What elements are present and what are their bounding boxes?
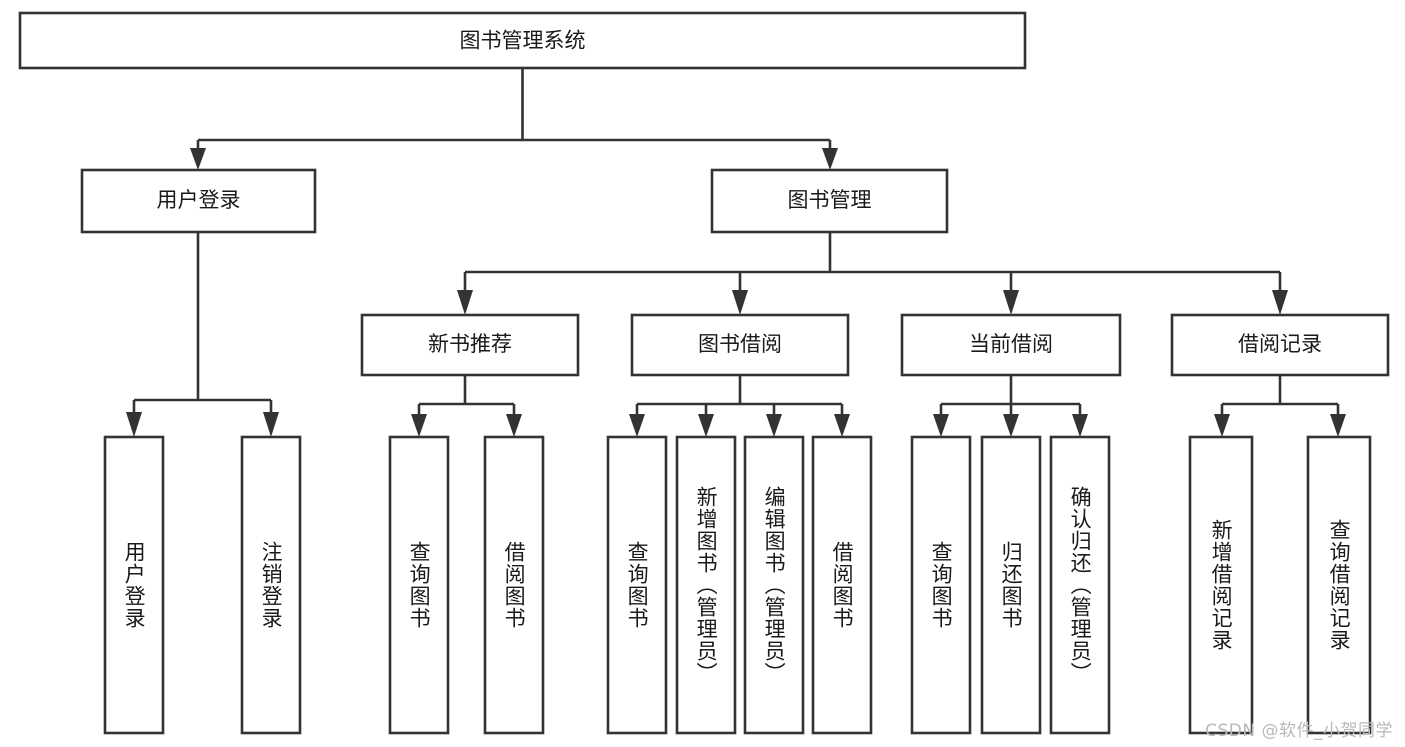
node-leaf-edit-book-box[interactable] [743, 435, 805, 735]
node-book-manage-box[interactable] [710, 168, 949, 234]
connector-bookmanage-to-level3 [457, 232, 1288, 315]
arrow-head-leaf-logout-login [263, 412, 279, 437]
node-borrow-record-box[interactable] [1170, 313, 1390, 377]
node-borrow-record-label: 借阅记录 [1238, 332, 1322, 356]
arrow-head-user-login [190, 148, 206, 170]
arrow-head-leaf-edit-book [766, 414, 782, 437]
connector-newbook-to-leaves [411, 375, 522, 437]
node-new-book-recommend-box[interactable] [360, 313, 580, 377]
node-current-borrow-box[interactable] [900, 313, 1122, 377]
node-leaf-confirm-return-box[interactable] [1049, 435, 1111, 735]
arrow-head-leaf-query-record [1330, 414, 1346, 437]
csdn-watermark: CSDN @软件_小贺同学 [1205, 721, 1393, 741]
arrow-head-leaf-borrow-book-2 [834, 414, 850, 437]
connector-bookborrow-to-leaves [629, 375, 850, 437]
node-book-borrow[interactable]: 图书借阅 [630, 313, 850, 377]
node-book-borrow-box[interactable] [630, 313, 850, 377]
node-current-borrow[interactable]: 当前借阅 [900, 313, 1122, 377]
connector-currentborrow-to-leaves [933, 375, 1088, 437]
node-leaf-add-record-box[interactable] [1188, 435, 1254, 735]
node-leaf-borrow-book-1-box[interactable] [483, 435, 545, 735]
node-new-book-recommend[interactable]: 新书推荐 [360, 313, 580, 377]
node-root-label: 图书管理系统 [460, 29, 586, 53]
node-user-login-label: 用户登录 [157, 188, 241, 212]
node-borrow-record[interactable]: 借阅记录 [1170, 313, 1390, 377]
node-book-borrow-label: 图书借阅 [698, 332, 782, 356]
arrow-head-current-borrow [1003, 290, 1019, 315]
node-user-login[interactable]: 用户登录 [80, 168, 317, 234]
connector-borrowrecord-to-leaves [1214, 375, 1346, 437]
arrow-head-leaf-user-login [126, 412, 142, 437]
arrow-head-book-borrow [732, 290, 748, 315]
node-leaf-query-book-2-box[interactable] [606, 435, 668, 735]
node-leaf-query-book-1-box[interactable] [388, 435, 450, 735]
node-leaf-query-record-box[interactable] [1306, 435, 1372, 735]
arrow-head-leaf-query-book-1 [411, 414, 427, 437]
node-leaf-add-book-box[interactable] [675, 435, 737, 735]
connector-root-to-level2 [190, 68, 838, 170]
node-user-login-box[interactable] [80, 168, 317, 234]
arrow-head-leaf-query-book-2 [629, 414, 645, 437]
node-leaf-user-login-box[interactable] [103, 435, 165, 735]
node-leaf-borrow-book-2-box[interactable] [811, 435, 873, 735]
arrow-head-new-book-recommend [457, 290, 473, 315]
arrow-head-leaf-query-book-3 [933, 414, 949, 437]
node-root-box[interactable] [18, 11, 1027, 70]
arrow-head-leaf-add-book [698, 414, 714, 437]
arrow-head-borrow-record [1272, 290, 1288, 315]
node-leaf-logout-login-box[interactable] [240, 435, 302, 735]
arrow-head-book-manage [822, 148, 838, 170]
arrow-head-leaf-return-book [1003, 414, 1019, 437]
arrow-head-leaf-confirm-return [1072, 414, 1088, 437]
node-book-manage-label: 图书管理 [788, 188, 872, 212]
node-leaf-query-book-3-box[interactable] [910, 435, 972, 735]
arrow-head-leaf-borrow-book-1 [506, 414, 522, 437]
node-leaf-return-book-box[interactable] [980, 435, 1042, 735]
node-new-book-recommend-label: 新书推荐 [428, 332, 512, 356]
node-root[interactable]: 图书管理系统 [18, 11, 1027, 70]
node-book-manage[interactable]: 图书管理 [710, 168, 949, 234]
node-current-borrow-label: 当前借阅 [969, 332, 1053, 356]
connector-userlogin-to-leaves [126, 232, 279, 437]
arrow-head-leaf-add-record [1214, 414, 1230, 437]
